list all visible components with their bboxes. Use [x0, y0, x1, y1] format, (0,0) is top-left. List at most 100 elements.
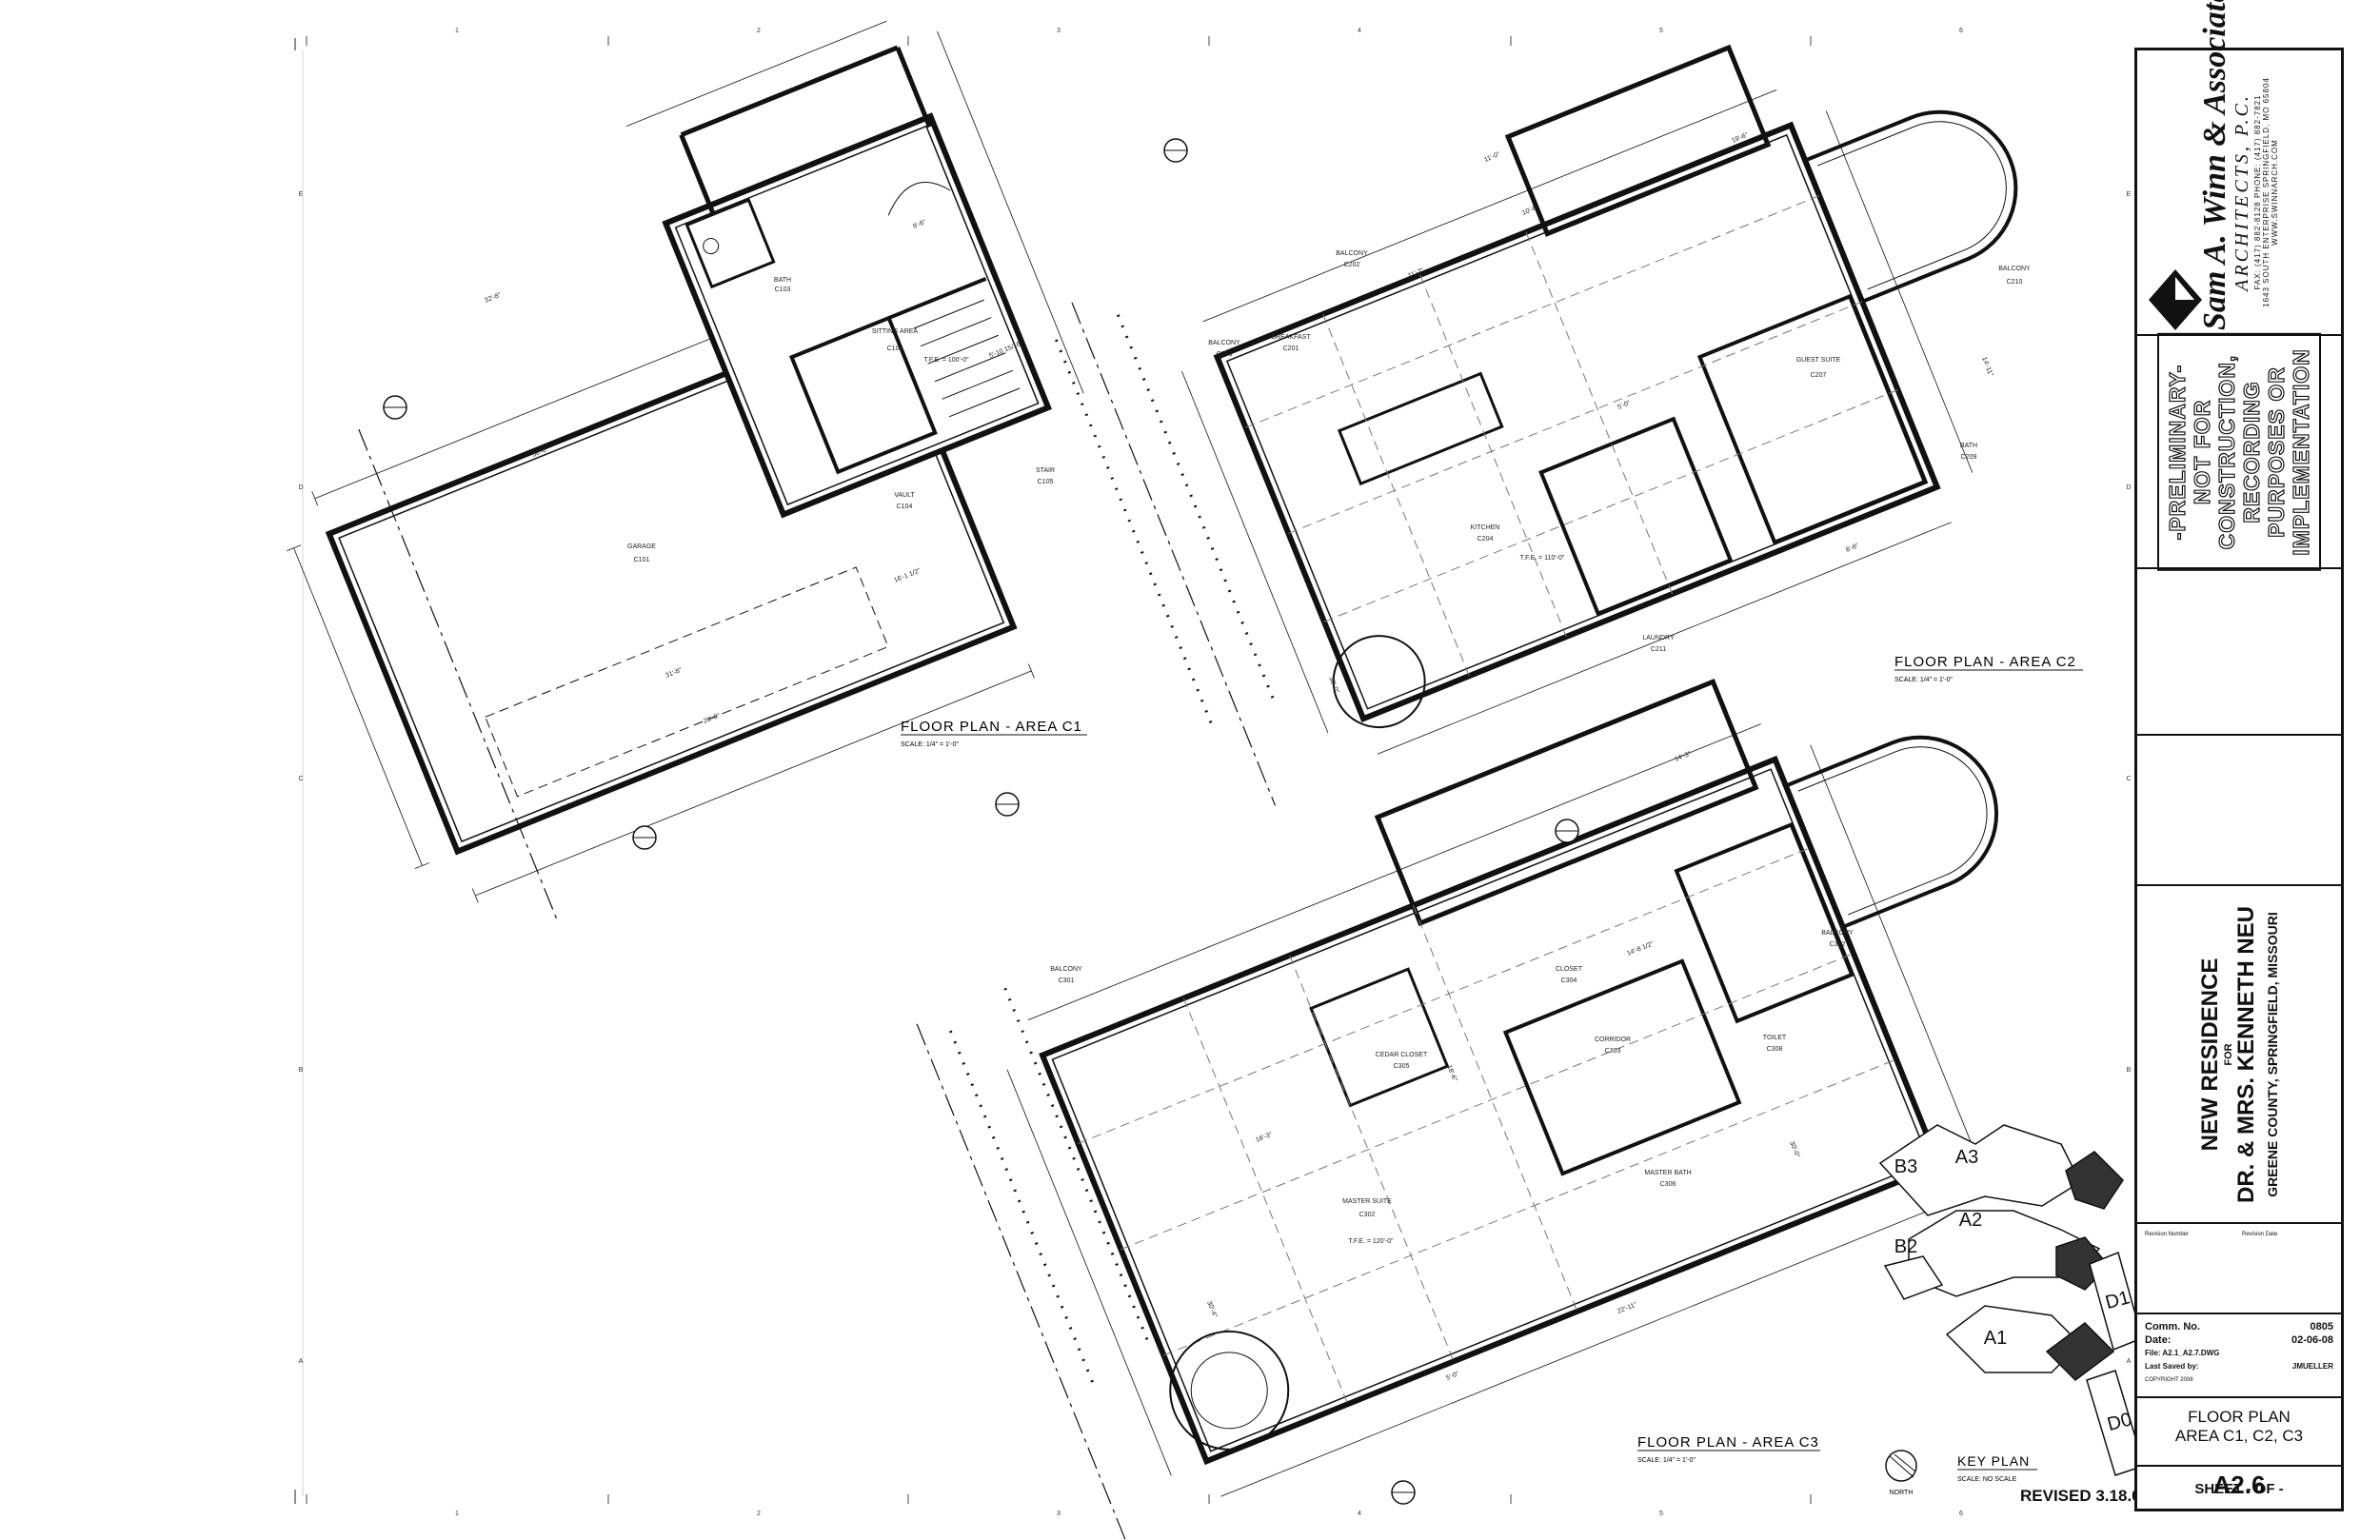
- room-name: BALCONY: [1998, 266, 2031, 272]
- area-c2-labels: KITCHEN C204 GUEST SUITE C207 BALCONY C2…: [1208, 250, 2031, 653]
- sheet-border: [294, 38, 304, 1504]
- room-tag: C308: [1767, 1046, 1783, 1053]
- firm-contact: FAX: (417) 882-8128 PHONE: (417) 882-782…: [2253, 94, 2262, 290]
- firm-subtitle: ARCHITECTS, P.C.: [2231, 93, 2252, 291]
- dimension-label: 5'-0": [1445, 1371, 1460, 1382]
- room-name: GUEST SUITE: [1796, 357, 1841, 364]
- dimension-label: 5'-0": [1616, 400, 1632, 411]
- key-zone-label: A1: [1984, 1328, 2007, 1349]
- file-value: A2.1_A2.7.DWG: [2162, 1349, 2220, 1357]
- blank-block-2: [2137, 736, 2341, 886]
- room-name: BALCONY: [1821, 930, 1854, 937]
- comm-label: Comm. No.: [2145, 1321, 2201, 1333]
- column-mark: 2: [757, 1510, 761, 1517]
- room-name: MASTER BATH: [1644, 1170, 1691, 1176]
- stamp-line: -PRELIMINARY-: [2164, 364, 2190, 541]
- dimension-label: 9'-6": [912, 219, 927, 230]
- column-mark: 6: [1959, 1510, 1963, 1517]
- stamp-line: RECORDING: [2238, 380, 2264, 523]
- spot-elevation: T.F.E. = 110'-0": [1520, 555, 1565, 562]
- room-tag: C103: [775, 286, 791, 293]
- room-tag: C101: [634, 557, 650, 563]
- room-tag: C104: [897, 503, 913, 510]
- section-marker: [1391, 1480, 1416, 1505]
- copyright: COPYRIGHT 2008: [2145, 1377, 2193, 1383]
- key-zone-label: A3: [1955, 1147, 1978, 1168]
- room-tag: C203: [1217, 351, 1233, 358]
- room-name: CORRIDOR: [1595, 1037, 1631, 1043]
- room-tag: C105: [1038, 479, 1054, 485]
- date-label: Date:: [2145, 1334, 2172, 1346]
- area-c3-title: FLOOR PLAN - AREA C3 SCALE: 1/4" = 1'-0": [1637, 1434, 1820, 1464]
- column-mark: 1: [455, 28, 459, 34]
- room-tag: C209: [1961, 454, 1977, 461]
- row-mark: D: [2126, 484, 2131, 491]
- file-label: File:: [2145, 1349, 2161, 1357]
- project-block: NEW RESIDENCE FOR DR. & MRS. KENNETH NEU…: [2137, 886, 2341, 1224]
- room-tag: C202: [1344, 262, 1360, 268]
- stamp-line: CONSTRUCTION,: [2213, 354, 2239, 550]
- sheet-title-line-2: AREA C1, C2, C3: [2174, 1427, 2304, 1445]
- area-c1-title: FLOOR PLAN - AREA C1 SCALE: 1/4" = 1'-0": [901, 719, 1087, 748]
- row-mark: E: [2127, 191, 2132, 198]
- plan-scale: SCALE: 1/4" = 1'-0": [901, 741, 959, 748]
- row-mark: B: [299, 1067, 304, 1074]
- plan-title: FLOOR PLAN - AREA C2: [1894, 654, 2076, 670]
- room-name: BALCONY: [1336, 250, 1368, 257]
- column-mark: 5: [1659, 28, 1663, 34]
- key-plan: [1878, 1124, 2145, 1482]
- section-marker: [383, 395, 407, 420]
- key-zone-label: B2: [1894, 1236, 1917, 1257]
- firm-logo-icon: [2149, 269, 2202, 330]
- room-tag: C211: [1651, 646, 1666, 653]
- room-name: STAIR: [1036, 467, 1055, 474]
- plan-title: FLOOR PLAN - AREA C1: [901, 719, 1082, 735]
- room-tag: C302: [1359, 1212, 1376, 1218]
- row-mark: E: [299, 191, 304, 198]
- firm-address: 1643 SOUTH ENTERPRISE SPRINGFIELD, MO 65…: [2262, 77, 2271, 307]
- area-c2-title: FLOOR PLAN - AREA C2 SCALE: 1/4" = 1'-0": [1894, 654, 2083, 683]
- column-mark: 6: [1959, 28, 1963, 34]
- room-tag: C306: [1660, 1181, 1676, 1188]
- sheet-of: SHEET - OF -: [2194, 1481, 2284, 1497]
- section-markers: [383, 138, 1579, 1505]
- firm-web: WWW.SWINNARCH.COM: [2271, 139, 2279, 246]
- room-tag: C210: [2007, 279, 2023, 286]
- spot-elevation: T.F.E. = 100'-0": [923, 357, 969, 364]
- dimension-label: 22'-11": [1616, 1301, 1638, 1315]
- revision-block: Revision Number Revision Date: [2137, 1224, 2341, 1314]
- row-mark: A: [299, 1358, 304, 1365]
- floor-plan-area-c1: [287, 20, 1084, 924]
- key-zone-label: A2: [1959, 1210, 1982, 1231]
- stamp-line: NOT FOR: [2189, 399, 2214, 505]
- dimension-label: 11'-0": [1483, 151, 1501, 164]
- key-zone-label: B3: [1894, 1156, 1917, 1177]
- section-marker: [1555, 819, 1579, 843]
- room-tag: C207: [1811, 372, 1827, 379]
- project-location: GREENE COUNTY, SPRINGFIELD, MISSOURI: [2265, 911, 2280, 1197]
- stamp-line: IMPLEMENTATION: [2288, 347, 2313, 556]
- plan-scale: SCALE: 1/4" = 1'-0": [1894, 677, 1953, 683]
- room-name: BATH: [774, 277, 791, 284]
- dimension-label: 14'-3": [1674, 750, 1693, 762]
- plan-title: FLOOR PLAN - AREA C3: [1637, 1434, 1819, 1451]
- column-mark: 3: [1057, 28, 1061, 34]
- sheet-title-block: FLOOR PLAN AREA C1, C2, C3: [2137, 1398, 2341, 1467]
- saved-label: Last Saved by:: [2145, 1362, 2199, 1371]
- row-mark: A: [2127, 1358, 2132, 1365]
- room-name: BREAKFAST: [1271, 334, 1311, 341]
- room-name: MASTER SUITE: [1342, 1198, 1392, 1205]
- section-marker: [632, 825, 657, 850]
- room-name: BALCONY: [1050, 966, 1082, 973]
- area-c3-labels: CLOSET C304 CORRIDOR C303 MASTER SUITE C…: [1050, 930, 1854, 1245]
- plan-title: KEY PLAN: [1957, 1453, 2030, 1469]
- section-marker: [995, 792, 1020, 817]
- room-name: KITCHEN: [1471, 524, 1500, 531]
- row-mark: B: [2127, 1067, 2132, 1074]
- blank-block-1: [2137, 569, 2341, 736]
- room-name: LAUNDRY: [1642, 635, 1675, 642]
- row-mark: C: [298, 776, 303, 782]
- key-plan-title: KEY PLAN SCALE: NO SCALE NORTH: [1890, 1453, 2037, 1496]
